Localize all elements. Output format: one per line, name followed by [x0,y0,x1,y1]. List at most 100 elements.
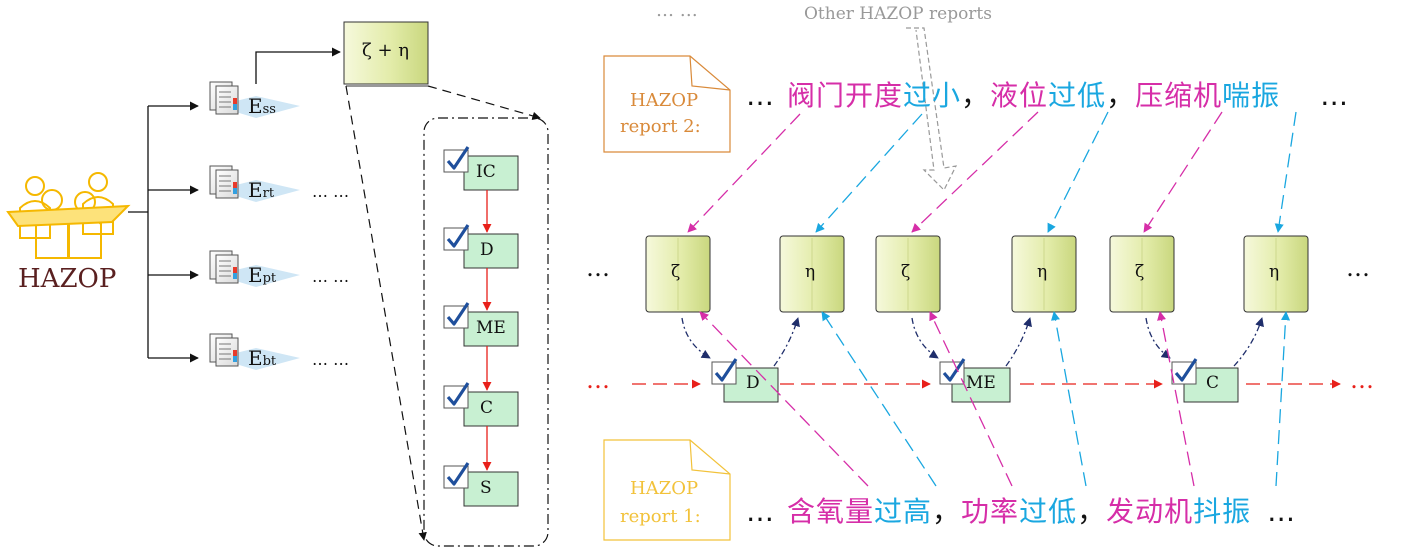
report1-segment: 功率 [961,495,1020,528]
report1-segment: ， [1077,495,1107,528]
flow-node [711,358,779,403]
zeta-eta-node [779,235,845,313]
node-box [463,391,519,427]
report1-sentence: …含氧量过高，功率过低，发动机抖振… [746,490,1296,530]
navy-arrow [1005,317,1032,367]
checkbox-icon [711,358,738,385]
other-reports-label: Other HAZOP reports [804,4,992,24]
document-label: Ept [248,263,277,287]
pipeline-node [443,146,519,191]
zeta-eta-node [875,235,941,313]
document-ellipsis: … … [312,350,350,369]
red-dots-left: … [586,366,610,394]
middle-left-dots: … [586,254,610,282]
mapping-arrow [911,111,1039,233]
mapping-arrow [1047,111,1109,233]
zeta-eta-node-label: ζ [901,262,911,282]
checkbox-icon [443,146,470,173]
report2-tail: … [1320,79,1350,112]
document-group [209,250,300,287]
pipeline-node [443,302,519,347]
checkbox-icon [939,358,966,385]
report2-segment: 喘振 [1222,79,1281,112]
mapping-arrow [1275,311,1291,487]
report2-label-1: HAZOP [630,90,699,111]
report1-lead: … [746,495,775,528]
node-box [463,233,519,269]
checkbox-icon [443,382,470,409]
report2-sentence: …阀门开度过小，液位过低，压缩机喘振… [746,74,1349,114]
report1-segment: 过低 [1019,495,1078,528]
report1-tail: … [1267,495,1297,528]
navy-arrow [681,317,711,359]
document-group [209,333,300,370]
mapping-arrow [821,311,937,487]
pipeline-node-label: C [480,398,494,418]
document-icon [209,250,239,284]
node-box [463,155,519,191]
zeta-eta-node [1109,235,1175,313]
zeta-eta-node-label: η [805,262,816,282]
zeta-eta-node [1243,235,1309,313]
checkbox-icon [443,462,470,489]
mapping-arrow [1157,311,1195,487]
mapping-arrow [815,113,923,233]
pipeline-node [443,224,519,269]
top-dots: … … [656,0,698,21]
mapping-arrow [1051,311,1087,487]
navy-arrow [1233,317,1264,367]
checkbox-icon [1171,358,1198,385]
pipeline-container [423,117,549,547]
pipeline-node-label: D [480,240,494,260]
mapping-arrow [1274,111,1297,233]
mapping-arrow [687,113,801,233]
report2-segment: 阀门开度 [787,79,904,112]
report2-segment: ， [961,79,991,112]
tree-connector [128,47,341,363]
red-dots-right: … [1350,366,1374,394]
pipeline-node-label: IC [476,162,496,182]
pipeline-node [443,462,519,507]
report2-segment: ， [1106,79,1136,112]
document-subscript: pt [262,271,277,286]
mapping-arrow [1143,111,1223,233]
document-icon [209,333,239,367]
report1-segment: 抖振 [1193,495,1252,528]
document-icon [209,81,239,115]
flow-node [1171,358,1239,403]
pipeline-node-label: S [480,478,492,498]
report2-lead: … [746,79,775,112]
zeta-eta-node [1011,235,1077,313]
navy-arrow [1145,317,1171,359]
zeta-eta-node [645,235,711,313]
navy-arrow [773,317,800,367]
pipeline-node [443,382,519,427]
report1-label-1: HAZOP [630,478,699,499]
mapping-arrow [929,311,1013,487]
report2-segment: 过小 [903,79,962,112]
document-icon [209,165,239,199]
report2-segment: 液位 [990,79,1049,112]
document-subscript: ss [262,102,276,117]
zeta-eta-node-label: η [1037,262,1048,282]
node-box [463,471,519,507]
zeta-eta-box [343,21,429,85]
document-group [209,81,300,118]
flow-node-label: ME [966,373,996,393]
zoom-lines [345,85,541,541]
pipeline-node-label: ME [476,318,506,338]
team-icon [6,172,131,259]
flow-node [939,358,1011,403]
document-label: Ess [248,94,276,118]
report2-label-2: report 2: [620,116,701,137]
hazop-label: HAZOP [18,264,117,294]
document-group [209,165,300,202]
report1-note [603,439,731,541]
report1-segment: 过高 [874,495,933,528]
zeta-eta-node-label: ζ [1135,262,1145,282]
document-label: Ert [248,178,275,202]
flow-node-label: C [1206,373,1220,393]
zeta-eta-label: ζ + η [362,40,410,61]
flow-node-label: D [746,373,760,393]
